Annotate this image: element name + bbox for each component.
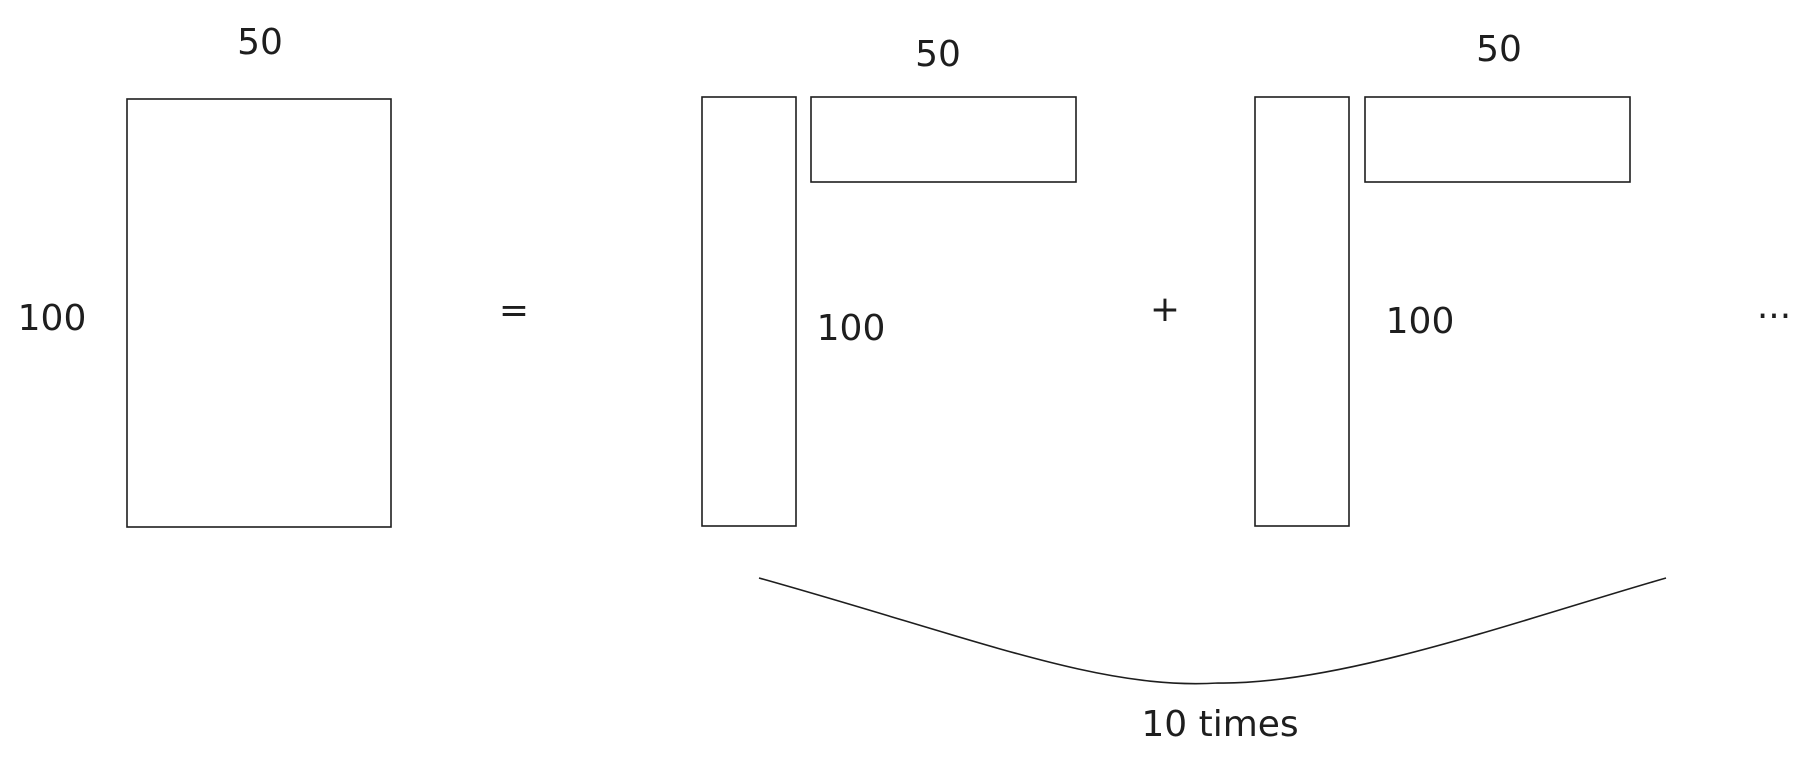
main-height-label: 100 — [18, 298, 87, 339]
term1-width-label: 50 — [915, 34, 961, 75]
term2-row-vector — [1364, 96, 1631, 183]
main-matrix-rect — [126, 98, 392, 528]
plus-sign: + — [1150, 289, 1180, 330]
equals-sign: = — [499, 290, 529, 331]
term1-height-label: 100 — [817, 308, 886, 349]
term1-row-vector — [810, 96, 1077, 183]
term2-column-vector — [1254, 96, 1350, 527]
repeat-brace-curve — [758, 577, 1667, 685]
term2-width-label: 50 — [1476, 29, 1522, 70]
main-width-label: 50 — [237, 22, 283, 63]
term2-height-label: 100 — [1386, 301, 1455, 342]
ellipsis: ... — [1757, 286, 1791, 327]
term1-column-vector — [701, 96, 797, 527]
repeat-count-label: 10 times — [1141, 704, 1298, 745]
